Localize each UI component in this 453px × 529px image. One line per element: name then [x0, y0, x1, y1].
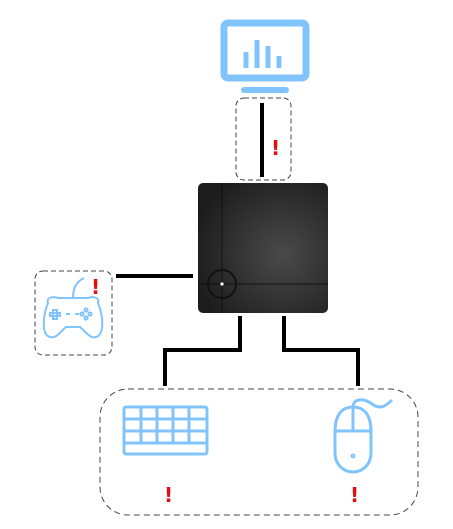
monitor-chart-icon — [220, 19, 310, 93]
mouse-icon — [333, 398, 394, 474]
peripherals-frame — [99, 388, 419, 516]
mouse-alert: ! — [350, 483, 359, 507]
mouse-cable — [282, 316, 360, 386]
keyboard-icon — [122, 405, 209, 456]
gamepad-icon — [42, 277, 104, 339]
keyboard-cable — [163, 316, 242, 386]
monitor-cable-frame — [235, 97, 292, 181]
monitor-alert: ! — [271, 136, 280, 160]
gamepad-alert: ! — [91, 275, 100, 299]
kvm-switch-box — [198, 183, 328, 313]
gamepad-frame — [34, 270, 113, 356]
keyboard-alert: ! — [164, 483, 173, 507]
